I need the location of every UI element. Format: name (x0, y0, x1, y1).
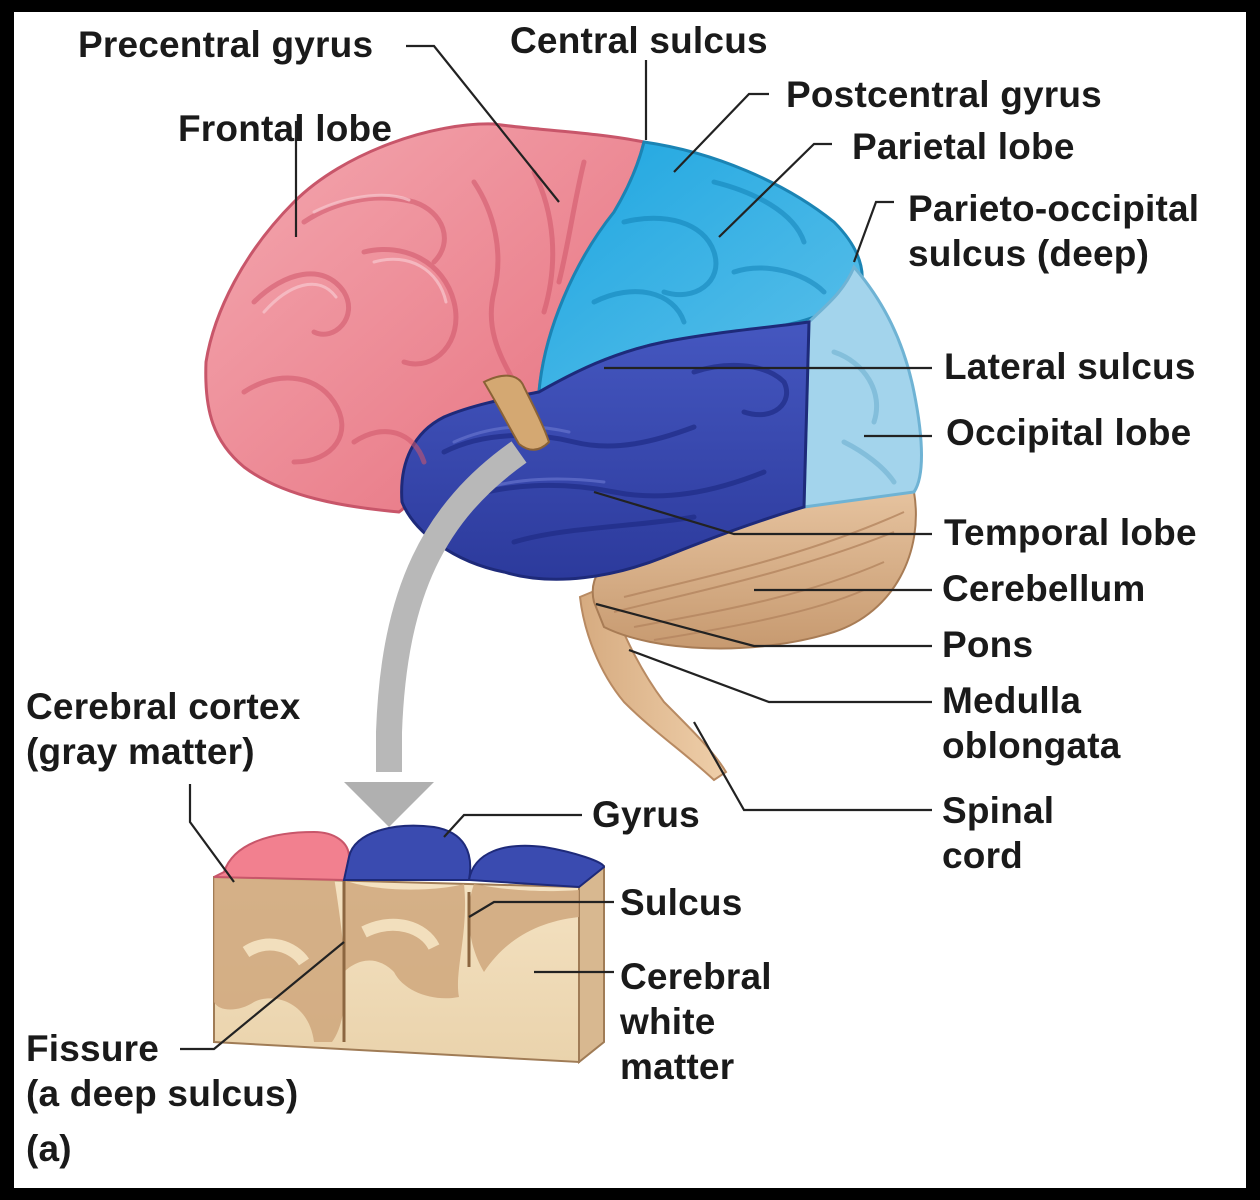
zoom-arrow (376, 441, 527, 772)
label-cerebellum: Cerebellum (942, 568, 1146, 609)
block-gyrus-pink (213, 830, 351, 882)
temporal-lobe-shape (400, 320, 811, 581)
cortex-tissue-block (213, 824, 606, 1065)
block-gyrus-blue-2 (467, 844, 606, 889)
label-fissure: Fissure (a deep sulcus) (26, 1026, 298, 1116)
label-pons: Pons (942, 624, 1034, 665)
label-sulcus: Sulcus (620, 882, 743, 923)
label-frontal-lobe: Frontal lobe (178, 108, 393, 149)
figure-panel: Precentral gyrus Central sulcus Postcent… (14, 12, 1246, 1188)
label-occipital-lobe: Occipital lobe (946, 412, 1192, 453)
label-spinal-cord: Spinal cord (942, 788, 1054, 878)
label-fissure-line1: Fissure (26, 1028, 160, 1069)
label-spinal-line2: cord (942, 835, 1023, 876)
gyri-texture (241, 159, 897, 545)
insula-fold (482, 374, 551, 451)
zoom-arrowhead (344, 782, 434, 827)
panel-letter: (a) (26, 1128, 72, 1169)
label-medulla-line2: oblongata (942, 725, 1121, 766)
label-white-matter-line3: matter (620, 1046, 735, 1087)
label-medulla-oblongata: Medulla oblongata (942, 678, 1121, 768)
brain-illustration (180, 44, 932, 1065)
block-gyrus-blue-1 (342, 824, 472, 881)
label-cerebral-white-matter: Cerebral white matter (620, 954, 772, 1089)
label-medulla-line1: Medulla (942, 680, 1082, 721)
label-lateral-sulcus: Lateral sulcus (944, 346, 1196, 387)
label-spinal-line1: Spinal (942, 790, 1055, 831)
label-temporal-lobe: Temporal lobe (944, 512, 1197, 553)
label-parieto-occipital-sulcus: Parieto-occipital sulcus (deep) (908, 186, 1199, 276)
occipital-lobe-shape (802, 264, 923, 509)
label-parieto-occipital-line2: sulcus (deep) (908, 233, 1150, 274)
label-cortex-line2: (gray matter) (26, 731, 255, 772)
label-fissure-line2: (a deep sulcus) (26, 1073, 299, 1114)
label-parietal-lobe: Parietal lobe (852, 126, 1075, 167)
label-parieto-occipital-line1: Parieto-occipital (908, 188, 1200, 229)
label-cerebral-cortex: Cerebral cortex (gray matter) (26, 684, 300, 774)
label-gyrus: Gyrus (592, 794, 700, 835)
leader-lines (180, 44, 932, 1051)
label-cortex-line1: Cerebral cortex (26, 686, 301, 727)
label-central-sulcus: Central sulcus (510, 20, 768, 61)
label-white-matter-line2: white (620, 1001, 716, 1042)
spinal-cord-shape (578, 585, 728, 782)
label-white-matter-line1: Cerebral (620, 956, 772, 997)
label-postcentral-gyrus: Postcentral gyrus (786, 74, 1102, 115)
block-side-face (578, 864, 605, 1065)
label-precentral-gyrus: Precentral gyrus (78, 24, 374, 65)
